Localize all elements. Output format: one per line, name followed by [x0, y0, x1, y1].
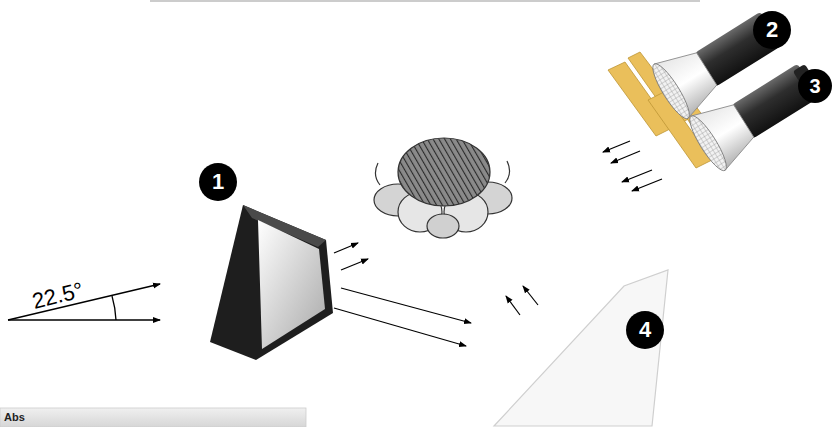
callout-number: 4	[639, 319, 651, 341]
lamp-3	[684, 50, 830, 174]
header-bar	[0, 408, 306, 427]
prism-screen	[210, 205, 333, 360]
fly-head	[374, 138, 512, 238]
angle-label: 22.5°	[30, 279, 85, 313]
callout-number: 1	[212, 171, 224, 193]
angle-indicator	[8, 284, 160, 320]
callout-circle	[199, 11, 832, 349]
top-rule	[150, 0, 700, 2]
callout-number: 3	[809, 76, 820, 96]
diffuser-plate	[494, 270, 668, 426]
light-arrows	[334, 141, 662, 346]
callout-number: 2	[766, 19, 778, 41]
tab-label: Abs	[4, 412, 25, 423]
